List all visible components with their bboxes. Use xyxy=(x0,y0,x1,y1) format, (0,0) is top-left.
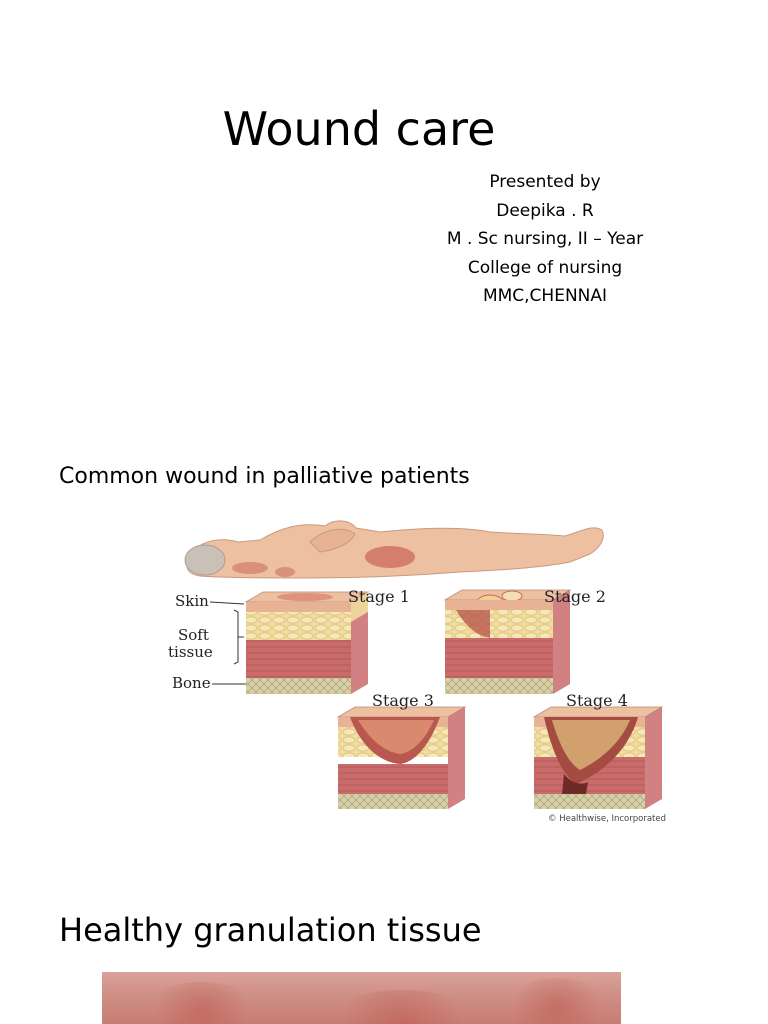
stage-2-block xyxy=(443,589,572,694)
label-tissue: tissue xyxy=(168,643,213,661)
stage-1-block xyxy=(244,591,370,694)
presenter-institution: MMC,CHENNAI xyxy=(482,286,608,306)
presenter-line: Presented by xyxy=(489,172,601,192)
patient-figure xyxy=(184,520,604,579)
label-soft: Soft xyxy=(178,626,209,644)
presenter-course: M . Sc nursing, II – Year xyxy=(446,229,644,249)
section-heading-granulation-tissue: Healthy granulation tissue xyxy=(59,911,482,949)
presenter-block: Presented by Deepika . R M . Sc nursing,… xyxy=(400,168,690,311)
label-bone: Bone xyxy=(172,674,211,692)
pressure-ulcer-stages-figure: Skin Soft tissue Bone Stage 1 xyxy=(160,512,675,827)
section-heading-common-wounds: Common wound in palliative patients xyxy=(59,464,470,489)
image-credit: © Healthwise, Incorporated xyxy=(548,814,666,824)
stage-1-label: Stage 1 xyxy=(348,587,410,606)
label-skin: Skin xyxy=(175,592,209,610)
stage-4-block xyxy=(532,706,664,809)
stage-3-label: Stage 3 xyxy=(372,691,434,710)
slide-title: Wound care xyxy=(222,101,496,156)
stage-2-label: Stage 2 xyxy=(544,587,606,606)
presenter-name: Deepika . R xyxy=(496,200,594,221)
granulation-tissue-photo xyxy=(102,972,621,1024)
presenter-college: College of nursing xyxy=(467,257,623,278)
stage-3-block xyxy=(336,706,467,809)
stage-4-label: Stage 4 xyxy=(566,691,628,710)
pressure-ulcer-illustration: Skin Soft tissue Bone Stage 1 xyxy=(168,520,666,824)
